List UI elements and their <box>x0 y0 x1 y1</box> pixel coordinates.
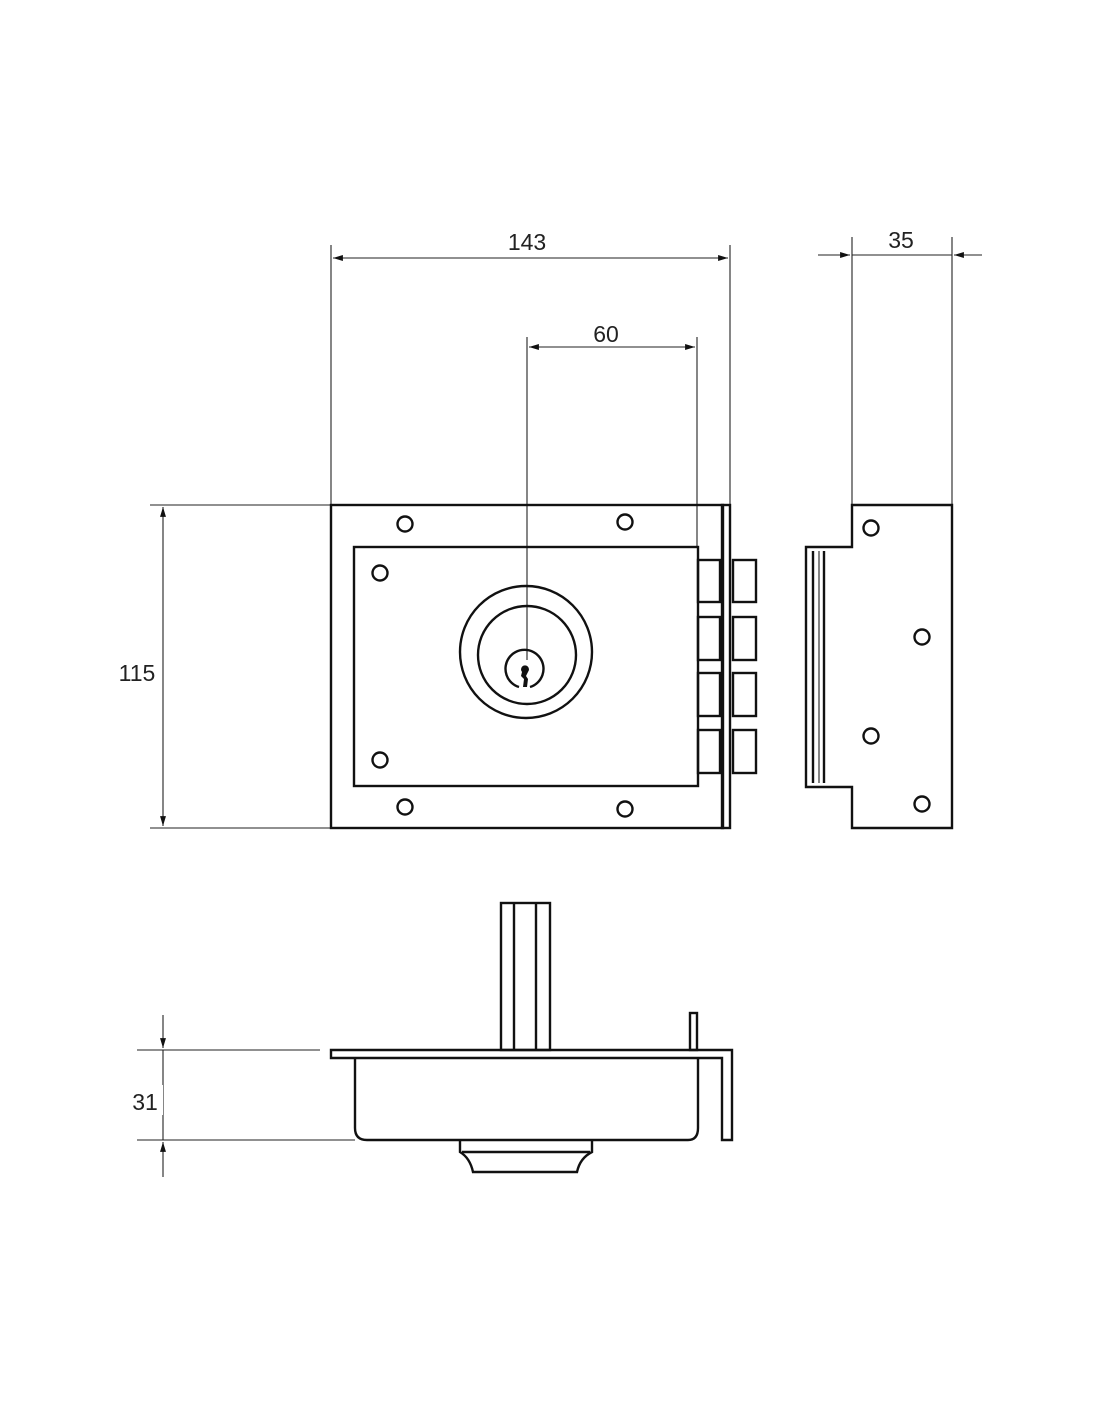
dimension-width-label: 143 <box>508 229 546 255</box>
bottom-view <box>329 901 734 1174</box>
screw-hole <box>371 564 389 582</box>
dimension-height: 115 <box>112 504 331 829</box>
bolts <box>696 558 758 775</box>
screw-hole <box>913 795 931 813</box>
screw-hole <box>616 513 634 531</box>
dimension-width: 143 <box>330 229 731 505</box>
screw-hole <box>913 628 931 646</box>
dimension-thickness-label: 31 <box>132 1089 158 1115</box>
front-view <box>329 503 758 830</box>
dimension-height-label: 115 <box>119 660 156 686</box>
keyhole-icon <box>520 665 529 687</box>
screw-holes <box>371 513 634 818</box>
screw-hole <box>396 515 414 533</box>
dimension-depth: 35 <box>818 227 982 828</box>
dimension-thickness: 31 <box>125 1015 355 1177</box>
screw-hole <box>862 519 880 537</box>
screw-hole <box>396 798 414 816</box>
side-view <box>804 503 954 830</box>
dimension-depth-label: 35 <box>888 227 914 253</box>
screw-hole <box>371 751 389 769</box>
screw-hole <box>862 727 880 745</box>
spindle <box>499 901 552 1052</box>
cylinder <box>458 584 594 720</box>
dimension-backset: 60 <box>526 321 698 660</box>
screw-hole <box>616 800 634 818</box>
dimension-backset-label: 60 <box>593 321 619 347</box>
